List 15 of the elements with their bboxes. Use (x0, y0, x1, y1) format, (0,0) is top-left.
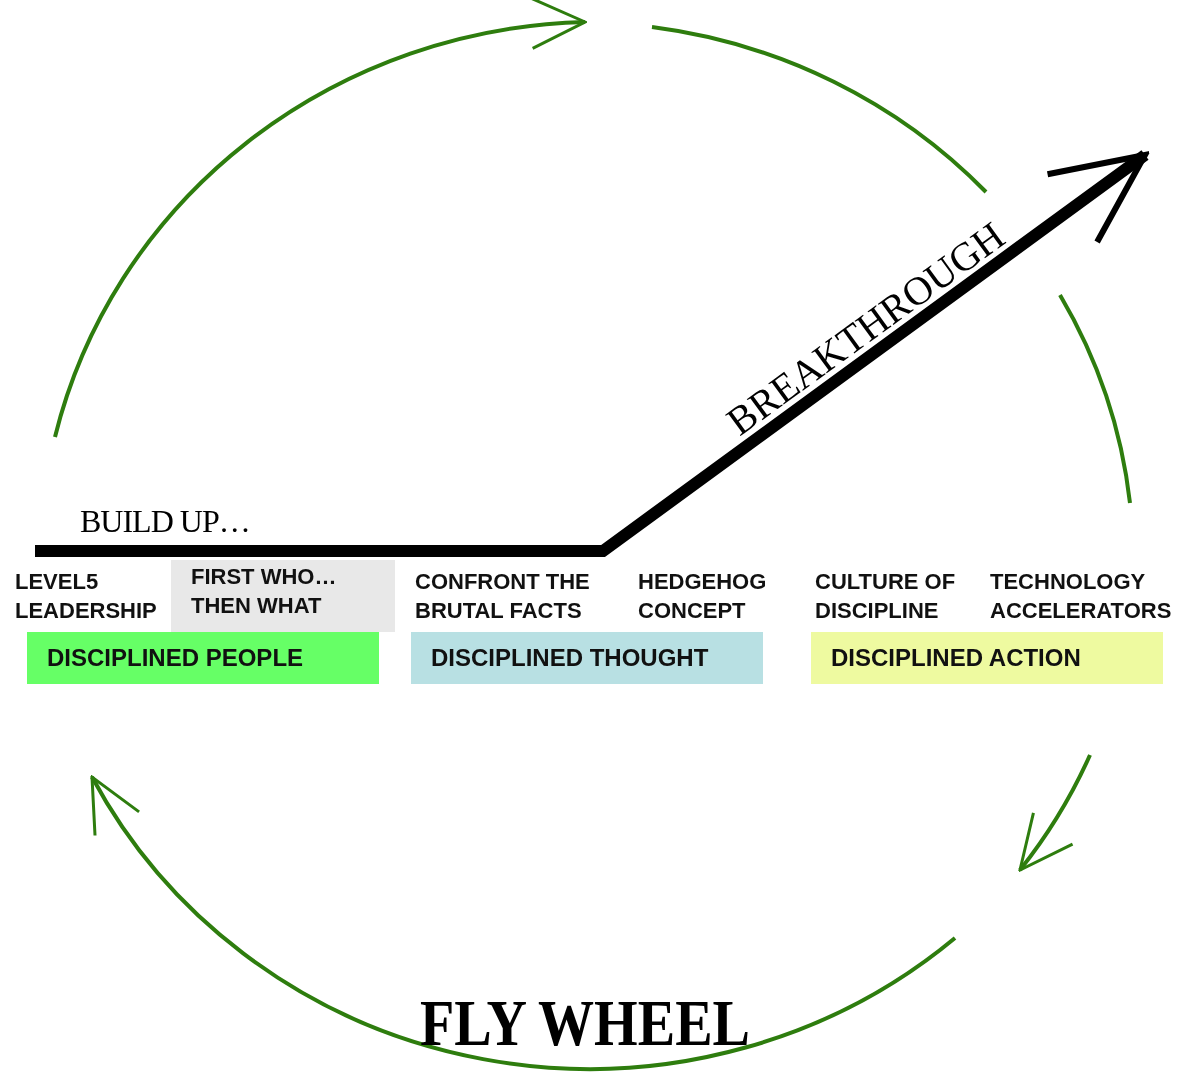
band-text: DISCIPLINED PEOPLE (47, 644, 304, 671)
category-band (27, 632, 379, 684)
practice-label: TECHNOLOGY ACCELERATORS (990, 568, 1173, 625)
practice-box (171, 560, 395, 632)
category-band (811, 632, 1163, 684)
practice-label: HEDGEHOG CONCEPT (638, 568, 768, 625)
practice-label: CONFRONT THE BRUTAL FACTS (415, 568, 591, 625)
category-band (411, 632, 763, 684)
band-text: DISCIPLINED ACTION (831, 644, 1081, 671)
practice-label: CULTURE OF DISCIPLINE (815, 568, 957, 625)
phase-label: BUILD UP… (80, 503, 250, 540)
practice-label: LEVEL5 LEADERSHIP (15, 568, 158, 625)
band-text: FIRST WHO… THEN WHAT (191, 563, 338, 620)
band-text: DISCIPLINED THOUGHT (431, 644, 709, 671)
caption: FLY WHEEL (420, 985, 750, 1061)
